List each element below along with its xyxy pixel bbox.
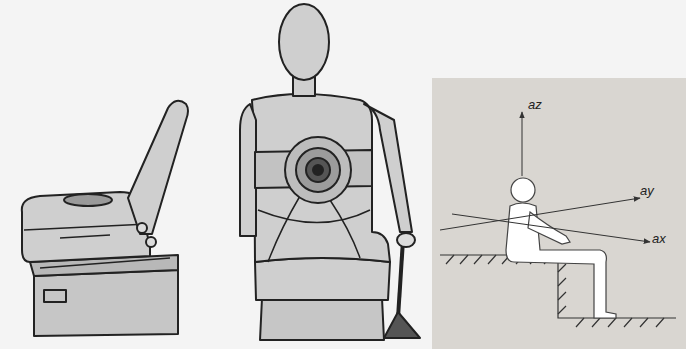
- control-lever: [398, 240, 403, 318]
- pedestal-slot: [44, 290, 66, 302]
- back-sensor-ring: [296, 148, 340, 192]
- driver-seat: [22, 101, 188, 336]
- z-axis: [522, 112, 523, 176]
- hatch-lines: [576, 318, 664, 327]
- cushion-seam: [60, 235, 110, 238]
- seat-backrest: [128, 101, 188, 234]
- seat-floor-outline: [440, 255, 676, 318]
- person-body: [506, 203, 616, 318]
- lap-line: [258, 210, 370, 223]
- adjust-knob: [137, 223, 147, 233]
- sensor-cable: [330, 200, 360, 258]
- back-sensor-ring: [306, 158, 330, 182]
- cushion-seam: [24, 224, 148, 230]
- panel-background: [432, 78, 686, 349]
- seated-dummy: [240, 4, 420, 340]
- axis-panel: [432, 78, 686, 349]
- dummy-left-arm: [240, 104, 256, 236]
- dummy-torso: [252, 94, 390, 262]
- dummy-head: [279, 4, 329, 80]
- back-sensor-disc: [285, 137, 351, 203]
- back-sensor-core: [313, 165, 323, 175]
- ground-hatch: [440, 255, 676, 327]
- seat-pad-sensor: [64, 194, 112, 206]
- adjust-knob: [146, 237, 156, 247]
- x-axis: [452, 214, 650, 242]
- axis-label: ay: [640, 184, 654, 197]
- sensor-cable: [268, 196, 300, 262]
- person-head: [511, 178, 535, 202]
- seated-person: [506, 178, 616, 318]
- lever-base: [384, 312, 420, 338]
- dummy-hand: [397, 233, 415, 247]
- axes: [440, 112, 650, 242]
- hatch-lines: [558, 264, 566, 314]
- seat-pedestal: [260, 298, 384, 340]
- seat-pedestal: [34, 270, 178, 336]
- seat-cushion: [255, 258, 390, 300]
- y-axis: [440, 198, 640, 230]
- axis-label: ax: [652, 232, 666, 245]
- axis-label: az: [528, 98, 542, 111]
